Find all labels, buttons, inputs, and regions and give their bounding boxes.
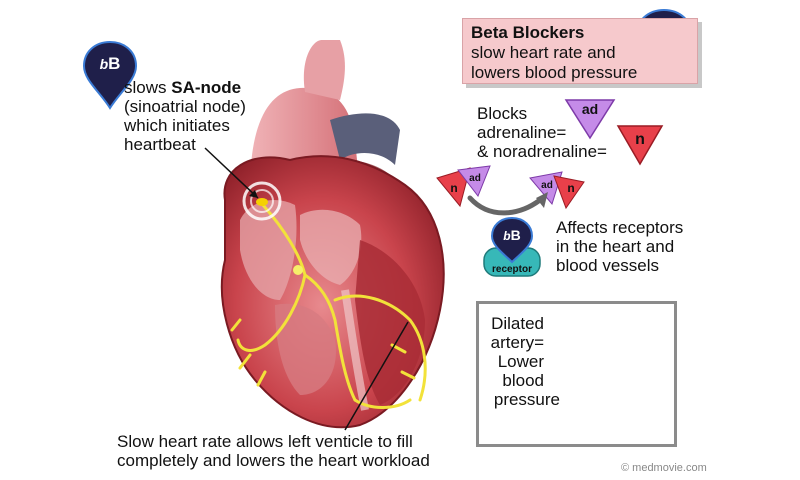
sa-node-pointer (204, 147, 259, 199)
sa-node-bold: SA-node (171, 78, 242, 97)
artery-line-4: blood (502, 371, 544, 390)
artery-line-3: Lower (497, 352, 544, 371)
marker-label-left: bB (100, 54, 121, 73)
artery-frame (476, 301, 677, 447)
pair-left-ad-label: ad (469, 173, 481, 184)
sa-node-line-1: slows SA-node (124, 78, 241, 97)
beta-blocker-marker-left: bB (82, 40, 138, 110)
adrenaline-badge: ad (564, 99, 616, 140)
pair-right-ad-label: ad (541, 180, 553, 191)
receptor: bB receptor (483, 216, 541, 277)
noradrenaline-badge-label: n (635, 131, 645, 148)
blocks-line-2: adrenaline= (477, 123, 567, 142)
receptor-marker-label: bB (503, 227, 520, 243)
bottom-caption-line-2: completely and lowers the heart workload (117, 451, 430, 470)
ventricle-pointer (344, 321, 409, 431)
noradrenaline-badge: n (616, 125, 664, 166)
sa-node-line-4: heartbeat (124, 135, 196, 154)
artery-line-5: pressure (493, 390, 560, 409)
hormone-pair-left: n ad (436, 165, 491, 208)
sa-node-line-2: (sinoatrial node) (124, 97, 246, 116)
hormone-pair-right: ad n (529, 171, 585, 210)
receptors-line-3: blood vessels (556, 256, 660, 275)
pair-right-n-label: n (567, 181, 574, 195)
sa-node-line-3: which initiates (124, 116, 230, 135)
bottom-caption-line-1: Slow heart rate allows left venticle to … (117, 432, 413, 451)
adrenaline-badge-label: ad (582, 101, 598, 117)
blocks-line-3: & noradrenaline= (477, 142, 607, 161)
title-box: Beta Blockers slow heart rate and lowers… (462, 18, 698, 84)
title-line-1: slow heart rate and (471, 43, 616, 62)
copyright: © medmovie.com (621, 462, 707, 474)
receptors-line-2: in the heart and (556, 237, 675, 256)
sa-node-prefix: slows (124, 78, 172, 97)
sa-node (242, 181, 282, 221)
pair-left-n-label: n (450, 181, 457, 195)
title-line-2: lowers blood pressure (471, 63, 638, 82)
blocks-line-1: Blocks (477, 104, 528, 123)
title: Beta Blockers (471, 23, 585, 42)
artery-line-1: Dilated (491, 314, 544, 333)
receptors-line-1: Affects receptors (556, 218, 684, 237)
curved-arrow (467, 192, 548, 216)
artery-line-2: artery= (490, 333, 544, 352)
receptor-label: receptor (492, 264, 532, 275)
av-node (293, 265, 303, 275)
conduction-system (230, 203, 427, 409)
